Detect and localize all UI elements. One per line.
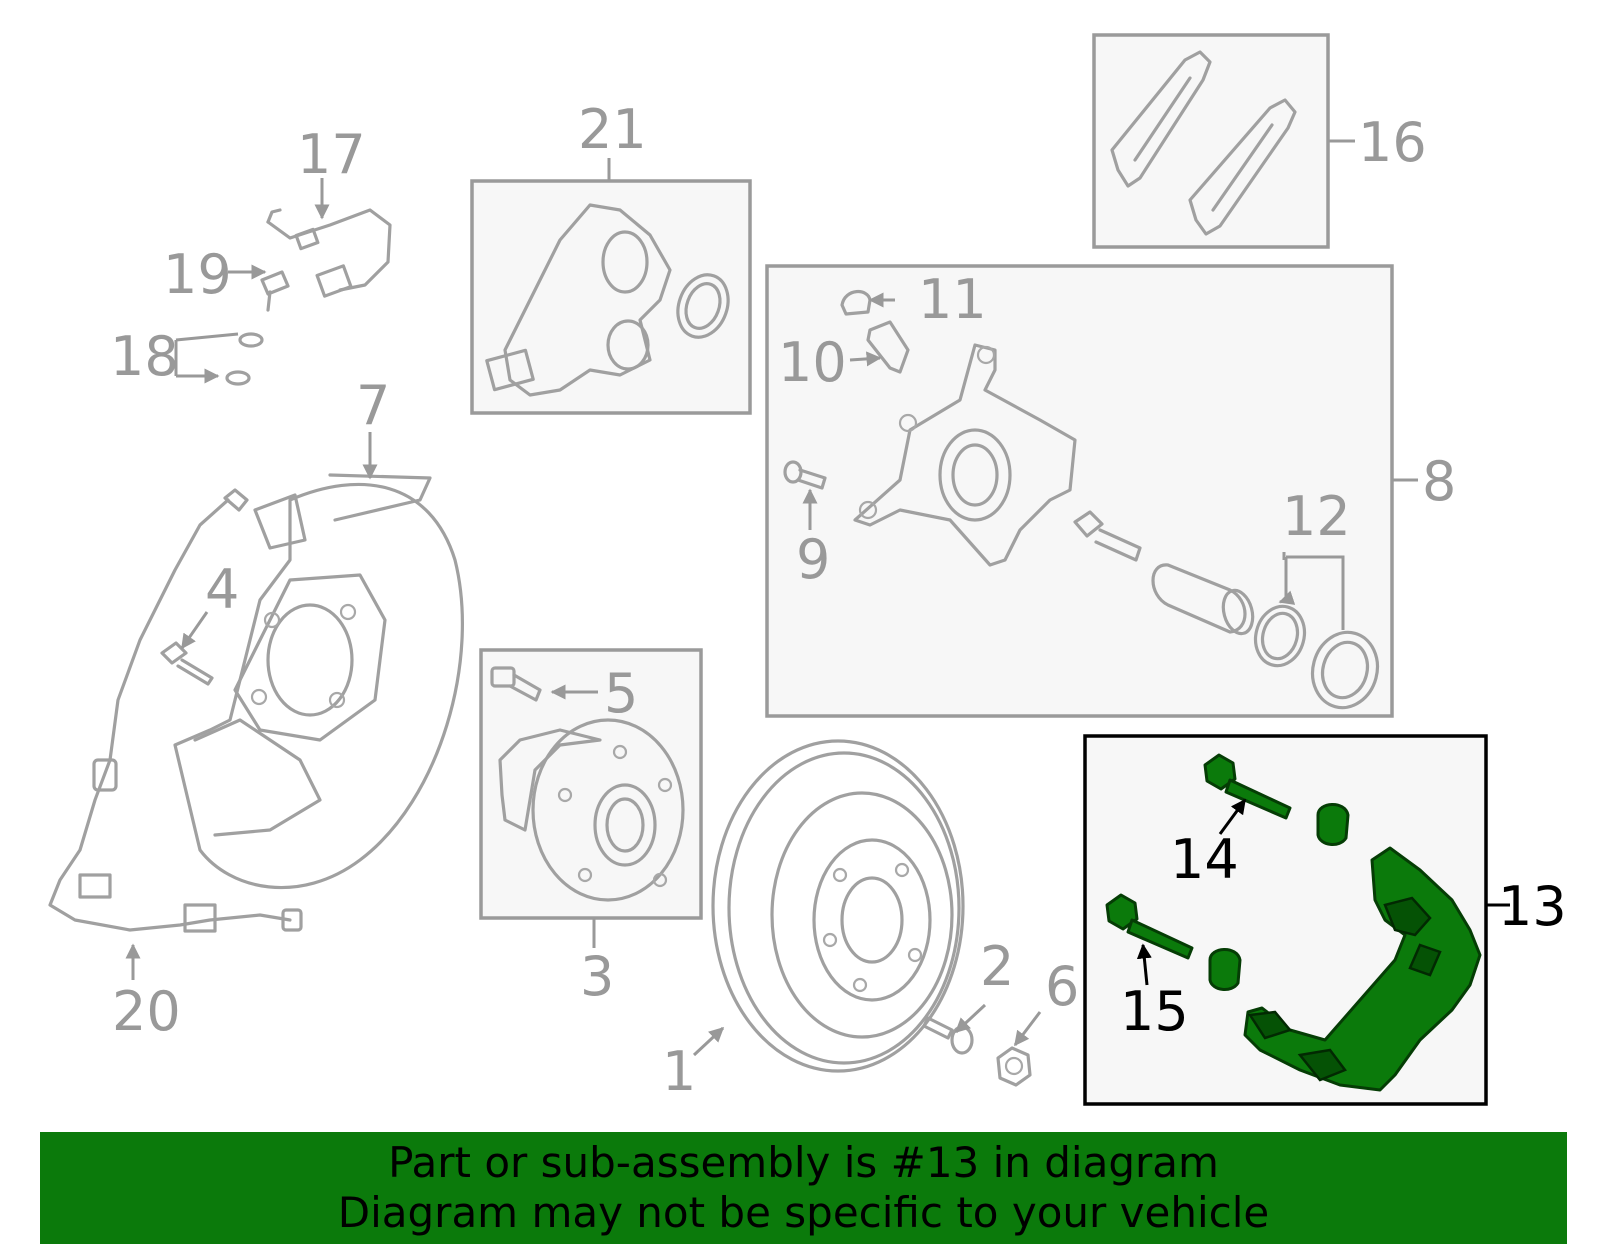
callout-4: 4 bbox=[205, 558, 239, 621]
diagram-notice-banner: Part or sub-assembly is #13 in diagram D… bbox=[40, 1132, 1567, 1244]
callout-10: 10 bbox=[778, 331, 847, 394]
callout-18: 18 bbox=[110, 325, 179, 388]
brake-hose-part bbox=[225, 208, 392, 386]
callout-7: 7 bbox=[356, 374, 390, 437]
nut-6-part bbox=[996, 1046, 1032, 1087]
caliper-bracket-part bbox=[1243, 846, 1482, 1092]
parts-diagram: 1 2 3 4 5 6 7 8 9 10 11 12 13 14 15 16 1… bbox=[48, 33, 1567, 1106]
piston-seal-part bbox=[1253, 604, 1307, 668]
piston-part bbox=[1151, 563, 1255, 636]
leader-lines bbox=[125, 139, 1510, 1057]
hub-bearing-part bbox=[498, 718, 685, 902]
box-21-caliper-motor bbox=[470, 179, 752, 415]
callout-20: 20 bbox=[112, 980, 181, 1043]
caliper-housing-part bbox=[853, 343, 1077, 567]
bolt-5-part bbox=[490, 666, 542, 702]
bolt-4-part bbox=[160, 641, 214, 686]
callout-13: 13 bbox=[1498, 875, 1567, 938]
callout-9: 9 bbox=[796, 528, 830, 591]
bleeder-cap-part bbox=[840, 290, 872, 316]
bushing-14-part bbox=[1316, 803, 1350, 846]
guide-bolt-14-part bbox=[1203, 753, 1292, 820]
callout-8: 8 bbox=[1422, 450, 1456, 513]
brake-pads-part bbox=[1110, 50, 1297, 236]
guide-pin-part bbox=[1073, 510, 1142, 562]
backing-plate-part bbox=[173, 473, 464, 890]
callout-21: 21 bbox=[578, 98, 647, 161]
box-16-brake-pads bbox=[1092, 33, 1330, 249]
brake-rotor-part bbox=[711, 739, 965, 1073]
bushing-15-part bbox=[1208, 948, 1242, 991]
guide-bolt-15-part bbox=[1105, 893, 1194, 960]
callout-3: 3 bbox=[580, 945, 614, 1008]
caliper-motor-part bbox=[485, 203, 730, 397]
callout-12: 12 bbox=[1282, 485, 1351, 548]
callout-6: 6 bbox=[1045, 955, 1079, 1018]
callout-5: 5 bbox=[604, 662, 638, 725]
dust-boot-part bbox=[1310, 630, 1380, 710]
callout-19: 19 bbox=[163, 243, 232, 306]
wheel-speed-sensor-part bbox=[48, 488, 303, 933]
callout-15: 15 bbox=[1120, 980, 1189, 1043]
callout-2: 2 bbox=[980, 935, 1014, 998]
callout-1: 1 bbox=[662, 1040, 696, 1103]
notice-line-1: Part or sub-assembly is #13 in diagram bbox=[388, 1138, 1219, 1187]
callout-14: 14 bbox=[1170, 828, 1239, 891]
notice-line-2: Diagram may not be specific to your vehi… bbox=[337, 1188, 1270, 1237]
callout-11: 11 bbox=[918, 268, 987, 331]
bleeder-screw-part bbox=[866, 320, 910, 374]
bolt-9-part bbox=[783, 460, 827, 490]
callout-17: 17 bbox=[297, 123, 366, 186]
callout-16: 16 bbox=[1358, 111, 1427, 174]
callout-labels: 1 2 3 4 5 6 7 8 9 10 11 12 13 14 15 16 1… bbox=[110, 98, 1567, 1103]
box-8-caliper-assembly bbox=[765, 264, 1394, 718]
